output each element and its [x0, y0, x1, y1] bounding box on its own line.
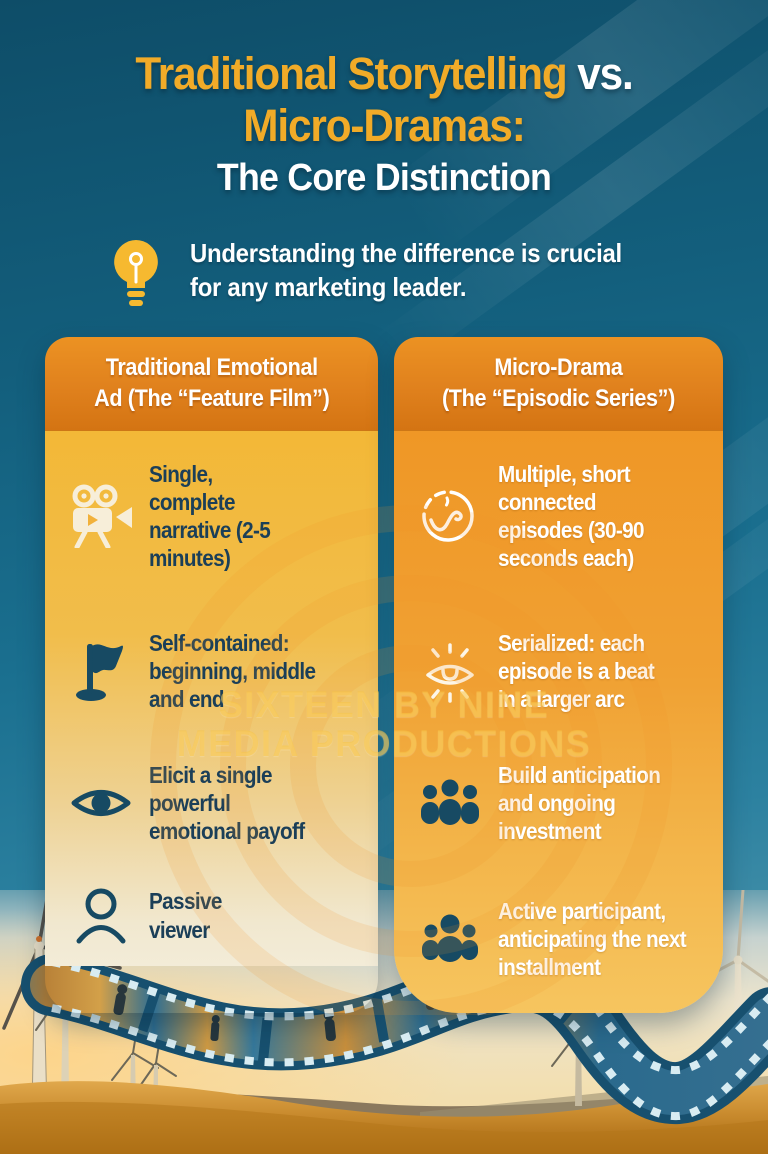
list-item-text: Passive viewer: [149, 888, 222, 943]
subtitle-text: Understanding the difference is crucial …: [190, 238, 622, 303]
list-item: Multiple, short connected episodes (30-9…: [394, 431, 723, 601]
comparison-columns: Traditional Emotional Ad (The “Feature F…: [45, 337, 723, 1013]
list-item: Build anticipation and ongoing investmen…: [394, 741, 723, 865]
page-title-line2: Micro-Dramas:: [243, 100, 526, 152]
list-item-text: Multiple, short connected episodes (30-9…: [498, 460, 645, 572]
subtitle-row: Understanding the difference is crucial …: [104, 236, 659, 308]
list-item-text: Elicit a single powerful emotional payof…: [149, 761, 305, 845]
flag-icon: [76, 644, 123, 701]
micro-drama-header-label: Micro-Drama (The “Episodic Series”): [442, 353, 675, 412]
title-vs-part: vs.: [577, 48, 634, 99]
list-item: Elicit a single powerful emotional payof…: [45, 741, 378, 865]
audience-icon: [421, 779, 479, 825]
list-item: Single, complete narrative (2-5 minutes): [45, 431, 378, 601]
title-yellow-part: Traditional Storytelling: [135, 48, 578, 99]
loop-scribble-icon: [422, 490, 474, 542]
list-item: Serialized: each episode is a beat in a …: [394, 601, 723, 741]
traditional-card-body: Single, complete narrative (2-5 minutes)…: [45, 431, 378, 966]
list-item-text: Serialized: each episode is a beat in a …: [498, 629, 655, 713]
list-item: Self-contained: beginning, middle and en…: [45, 601, 378, 741]
traditional-ad-card: Traditional Emotional Ad (The “Feature F…: [45, 337, 378, 1013]
page-title-line3: The Core Distinction: [216, 157, 552, 200]
page-title-line1: Traditional Storytelling vs.: [23, 48, 745, 100]
radiant-eye-icon: [426, 643, 474, 703]
list-item-text: Build anticipation and ongoing investmen…: [498, 761, 661, 845]
list-item: Passive viewer: [45, 865, 378, 966]
micro-drama-card: Micro-Drama (The “Episodic Series”) Mult…: [394, 337, 723, 1013]
micro-drama-card-body: Multiple, short connected episodes (30-9…: [394, 431, 723, 1013]
video-camera-icon: [72, 484, 132, 548]
lightbulb-icon: [114, 240, 158, 306]
person-icon: [76, 888, 126, 943]
list-item: Active participant, anticipating the nex…: [394, 865, 723, 1013]
traditional-card-header: Traditional Emotional Ad (The “Feature F…: [45, 337, 378, 431]
traditional-header-label: Traditional Emotional Ad (The “Feature F…: [93, 353, 330, 412]
title-block: Traditional Storytelling vs. Micro-Drama…: [0, 48, 768, 202]
micro-drama-card-header: Micro-Drama (The “Episodic Series”): [394, 337, 723, 431]
eye-icon: [71, 790, 131, 816]
list-item-text: Self-contained: beginning, middle and en…: [149, 629, 316, 713]
list-item-text: Single, complete narrative (2-5 minutes): [149, 460, 271, 572]
list-item-text: Active participant, anticipating the nex…: [498, 897, 687, 981]
group-icon: [422, 914, 478, 962]
